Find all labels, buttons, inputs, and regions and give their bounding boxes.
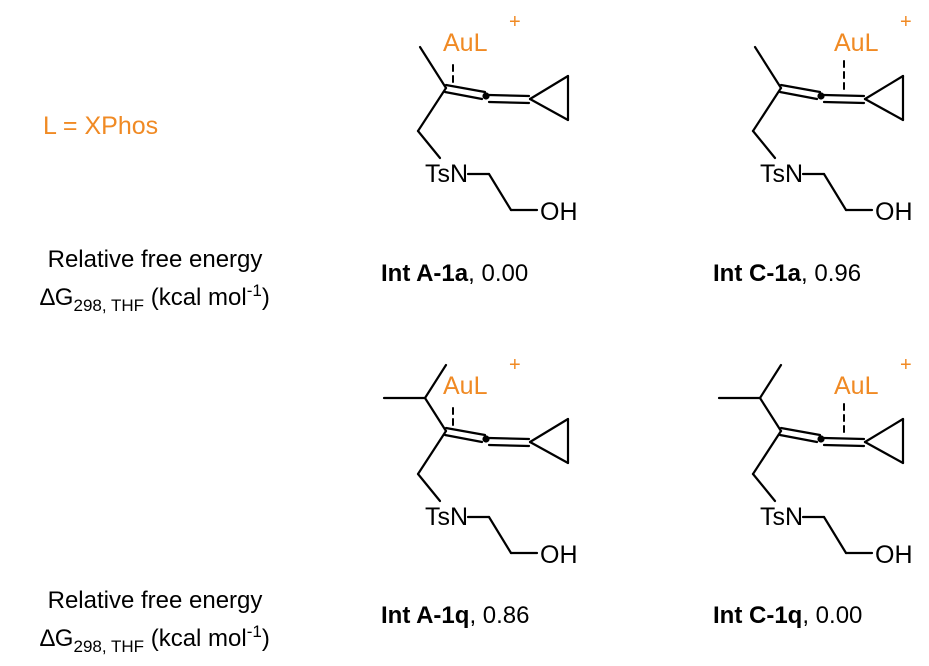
double-bond-a — [444, 426, 487, 437]
methyl-bond — [418, 45, 448, 90]
isopropyl-bond — [423, 396, 448, 433]
double-bond-a — [779, 426, 822, 437]
charge-label: + — [509, 11, 521, 33]
cyclopropane-bond — [863, 440, 905, 465]
oh-label: OH — [540, 198, 578, 226]
tsn-label: TsN — [425, 503, 468, 531]
aul-label: AuL — [834, 372, 879, 400]
tsn-label: TsN — [760, 503, 803, 531]
ch2-bond — [751, 86, 783, 133]
isopropyl-methyl-bond — [758, 363, 783, 400]
double-bond-b — [487, 93, 531, 98]
allene-center-dot — [817, 435, 825, 443]
isopropyl-methyl-bond — [423, 363, 448, 400]
ch2-bond — [751, 429, 783, 476]
allene-center-dot — [482, 435, 490, 443]
double-bond-a — [443, 433, 484, 444]
double-bond-b — [487, 436, 531, 441]
oh-label: OH — [875, 541, 913, 569]
ethyl-bond — [487, 515, 513, 555]
double-bond-a — [444, 83, 487, 94]
tsn-label: TsN — [425, 160, 468, 188]
n-ch2-bond — [751, 472, 777, 503]
energy-label-line2: ∆G298, THF (kcal mol-1) — [40, 281, 270, 315]
double-bond-a — [779, 83, 822, 94]
n-ch2-bond — [416, 472, 442, 503]
caption-int-a-1a: Int A-1a, 0.00 — [381, 260, 529, 287]
double-bond-b — [822, 436, 866, 441]
aul-label: AuL — [443, 29, 488, 57]
structure-4: TsN OH AuL + — [717, 354, 913, 569]
double-bond-a — [443, 90, 484, 101]
charge-label: + — [900, 354, 912, 376]
caption-int-c-1q: Int C-1q, 0.00 — [713, 602, 863, 629]
double-bond-b — [487, 100, 531, 105]
methyl-bond — [753, 45, 783, 90]
charge-label: + — [509, 354, 521, 376]
energy-label-bottom: Relative free energy ∆G298, THF (kcal mo… — [5, 585, 305, 662]
tsn-label: TsN — [760, 160, 803, 188]
caption-int-c-1a: Int C-1a, 0.96 — [713, 260, 862, 287]
caption-int-a-1q: Int A-1q, 0.86 — [381, 602, 530, 629]
ethyl-bond — [487, 172, 513, 212]
charge-label: + — [900, 11, 912, 33]
energy-label-line1: Relative free energy — [47, 246, 263, 273]
ch2-bond — [416, 86, 448, 133]
ligand-note: L = XPhos — [43, 112, 159, 140]
oh-label: OH — [540, 541, 578, 569]
ch2-bond — [416, 429, 448, 476]
isopropyl-bond — [758, 396, 783, 433]
structure-2: TsN OH AuL + — [751, 11, 913, 226]
aul-label: AuL — [443, 372, 488, 400]
cyclopropane-bond — [863, 417, 905, 444]
n-ch2-bond — [416, 129, 442, 160]
double-bond-a — [778, 90, 819, 101]
double-bond-b — [487, 443, 531, 448]
cyclopropane-bond — [863, 97, 905, 122]
double-bond-b — [822, 100, 866, 105]
cyclopropane-bond — [863, 74, 905, 101]
cyclopropane-bond — [528, 97, 570, 122]
n-ch2-bond — [751, 129, 777, 160]
allene-center-dot — [817, 92, 825, 100]
structure-1: TsN OH AuL + — [416, 11, 578, 226]
cyclopropane-bond — [528, 74, 570, 101]
energy-label-line2: ∆G298, THF (kcal mol-1) — [40, 622, 270, 656]
double-bond-b — [822, 443, 866, 448]
structure-3: TsN OH AuL + — [382, 354, 578, 569]
double-bond-a — [778, 433, 819, 444]
cyclopropane-bond — [528, 417, 570, 444]
cyclopropane-bond — [528, 440, 570, 465]
energy-label-top: Relative free energy ∆G298, THF (kcal mo… — [5, 244, 305, 321]
oh-label: OH — [875, 198, 913, 226]
allene-center-dot — [482, 92, 490, 100]
ethyl-bond — [822, 172, 848, 212]
ethyl-bond — [822, 515, 848, 555]
energy-label-line1: Relative free energy — [47, 587, 263, 614]
double-bond-b — [822, 93, 866, 98]
aul-label: AuL — [834, 29, 879, 57]
